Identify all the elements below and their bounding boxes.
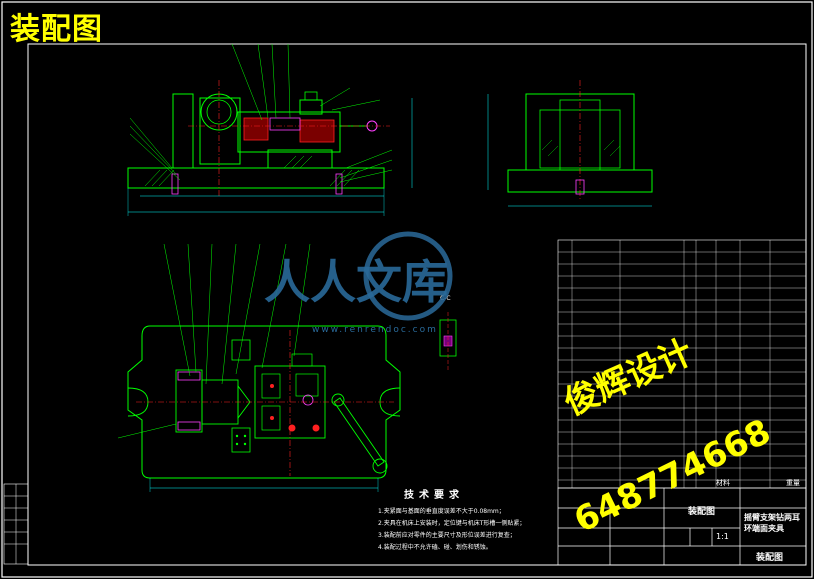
- section-view-cc: [439, 312, 457, 372]
- title-block: [557, 487, 807, 566]
- tech-requirement-2: 2.夹具在机床上安装时，定位键与机床T形槽一侧贴紧；: [378, 520, 526, 527]
- parts-list-rows: [558, 240, 806, 488]
- title-block-material-header: 材料: [716, 479, 730, 487]
- side-view: [487, 80, 653, 207]
- tech-requirement-4: 4.装配过程中不允许磕、碰、划伤和锈蚀。: [378, 544, 492, 551]
- watermark-logo-text: 人人文库: [264, 255, 448, 309]
- watermark-logo: 人人文库 www.renrendoc.com: [264, 231, 453, 335]
- tech-requirement-1: 1.夹紧面与基面的垂直度误差不大于0.08mm；: [378, 508, 505, 515]
- title-block-drawing-name: 装配图: [688, 507, 716, 517]
- front-view-leaders: [129, 43, 393, 183]
- top-view-leaders: [117, 243, 311, 439]
- title-block-part-name: 摇臂支架钻两耳环端面夹具: [744, 513, 800, 533]
- title-block-weight-header: 重量: [786, 479, 800, 487]
- drawing-title: 装配图: [10, 12, 103, 47]
- watermark-url: www.renrendoc.com: [312, 325, 438, 335]
- title-block-drawing-type: 装配图: [756, 553, 784, 563]
- front-view: [127, 80, 413, 216]
- tech-requirements-title: 技术要求: [404, 490, 464, 501]
- top-view: [127, 325, 401, 492]
- binding-strip: [3, 483, 29, 565]
- title-block-scale: 1:1: [716, 532, 729, 541]
- tech-requirement-3: 3.装配前应对零件的主要尺寸及形位误差进行复查；: [378, 532, 516, 539]
